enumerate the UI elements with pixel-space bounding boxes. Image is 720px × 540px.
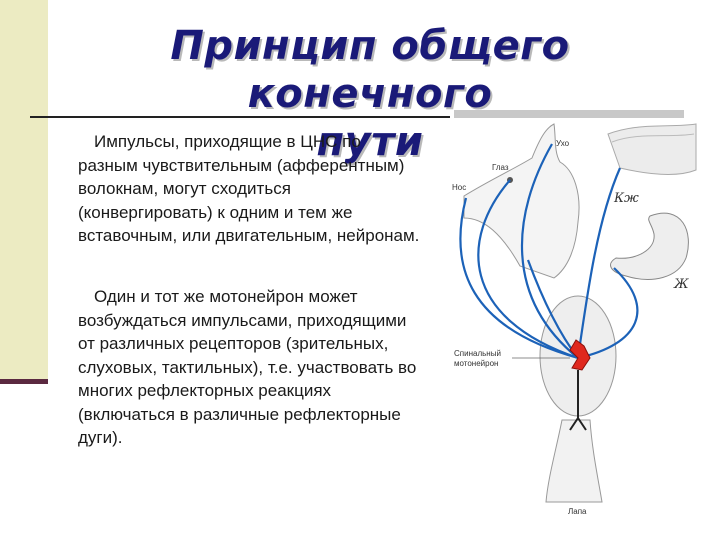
title-line-1: Принцип общего конечного: [170, 23, 570, 117]
motor-axon: [569, 370, 587, 431]
slide-title: Принцип общего конечного пути: [60, 22, 680, 166]
title-underline: [30, 116, 450, 118]
label-skin: Кж: [613, 191, 639, 206]
left-decorative-bar: [0, 0, 48, 384]
pathway-skin: [576, 167, 622, 359]
label-stomach: Ж: [673, 277, 689, 292]
title-underline-shadow: [454, 110, 684, 118]
label-eye: Глаз: [492, 163, 509, 172]
left-bar-accent: [0, 379, 48, 384]
illustration-svg: Ухо Глаз Нос Кж Ж Спинальный мотонейрон …: [450, 118, 706, 520]
pathway-stomach: [577, 267, 639, 360]
pathway-nose: [459, 197, 579, 360]
label-paw: Лапа: [568, 507, 587, 516]
label-nose: Нос: [452, 183, 466, 192]
paragraph-convergence: Импульсы, приходящие в ЦНС по разным чув…: [78, 132, 420, 245]
paragraph-motoneuron: Один и тот же мотонейрон может возбуждат…: [78, 287, 417, 447]
pathway-ear: [520, 143, 579, 359]
dog-head-sketch: [463, 123, 580, 279]
pathway-eye: [477, 179, 579, 360]
dog-leg-sketch: [545, 419, 603, 503]
title-line-2: пути: [316, 119, 424, 165]
label-motoneuron-line2: мотонейрон: [454, 359, 498, 368]
label-motoneuron-line1: Спинальный: [454, 349, 501, 358]
label-ear: Ухо: [556, 139, 570, 148]
skin-patch-sketch: [607, 123, 697, 175]
final-common-path-illustration: Ухо Глаз Нос Кж Ж Спинальный мотонейрон …: [450, 118, 706, 520]
motoneuron: [569, 339, 591, 371]
stomach-sketch: [610, 212, 689, 280]
